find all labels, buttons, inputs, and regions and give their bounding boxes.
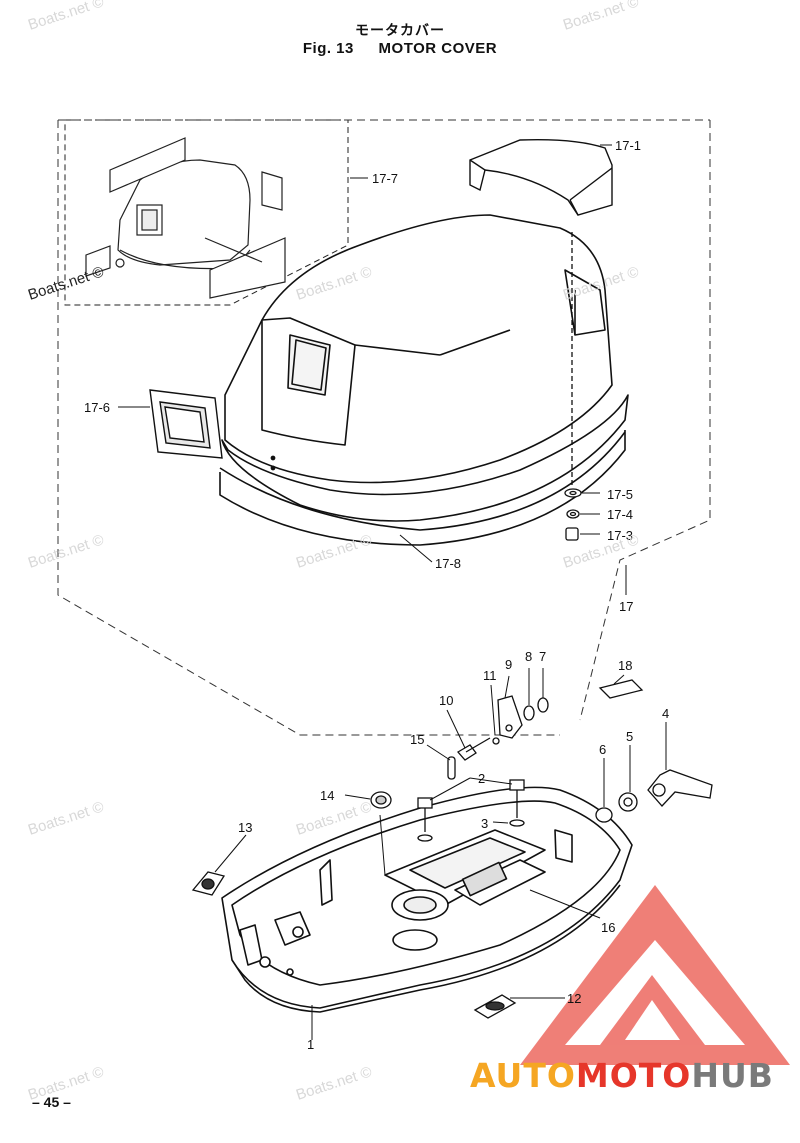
decal-group-box (64, 119, 349, 306)
label-17-6: 17-6 (84, 400, 110, 415)
page-number: – 45 – (32, 1094, 71, 1110)
label-1: 1 (307, 1037, 314, 1052)
label-18: 18 (618, 658, 632, 673)
label-17-5: 17-5 (607, 487, 633, 502)
label-17-7: 17-7 (372, 171, 398, 186)
leader-lines (118, 144, 667, 1040)
top-panel (469, 138, 613, 216)
cover-hardware (564, 232, 582, 541)
watermark: Boats.net © (294, 1063, 374, 1103)
label-10: 10 (439, 693, 453, 708)
label-17-1: 17-1 (615, 138, 641, 153)
hardware-parts (191, 679, 713, 1019)
label-17-3: 17-3 (607, 528, 633, 543)
front-grommet (149, 389, 223, 459)
logo-part-auto: AUTO (470, 1056, 576, 1095)
label-16: 16 (601, 920, 615, 935)
label-14: 14 (320, 788, 334, 803)
label-4: 4 (662, 706, 669, 721)
label-17: 17 (619, 599, 633, 614)
label-12: 12 (567, 991, 581, 1006)
label-5: 5 (626, 729, 633, 744)
label-13: 13 (238, 820, 252, 835)
label-9: 9 (505, 657, 512, 672)
brand-logo: AUTOMOTOHUB (470, 1056, 774, 1095)
watermark: Boats.net © (26, 798, 106, 838)
watermark: Boats.net © (26, 0, 106, 34)
watermark: Boats.net © (561, 0, 641, 34)
motor-cover-body (219, 214, 629, 546)
diagram-title: Fig. 13 MOTOR COVER (0, 40, 800, 57)
logo-triangle-icon (520, 885, 790, 1065)
label-3: 3 (481, 816, 488, 831)
label-11: 11 (483, 668, 497, 683)
bottom-pan (221, 786, 633, 1013)
decal-set-thumbnail (85, 137, 286, 299)
label-15: 15 (410, 732, 424, 747)
label-7: 7 (539, 649, 546, 664)
figure-number: Fig. 13 (302, 40, 354, 57)
figure-title: MOTOR COVER (378, 40, 498, 57)
label-8: 8 (525, 649, 532, 664)
watermark: Boats.net © (26, 263, 106, 303)
logo-part-moto: MOTO (575, 1056, 692, 1095)
logo-part-hub: HUB (691, 1056, 774, 1095)
label-6: 6 (599, 742, 606, 757)
label-17-4: 17-4 (607, 507, 633, 522)
diagram-title-japanese: モータカバー (355, 22, 445, 38)
label-17-8: 17-8 (435, 556, 461, 571)
watermark: Boats.net © (26, 531, 106, 571)
label-2: 2 (478, 771, 485, 786)
assembly-17-outline (57, 119, 711, 736)
